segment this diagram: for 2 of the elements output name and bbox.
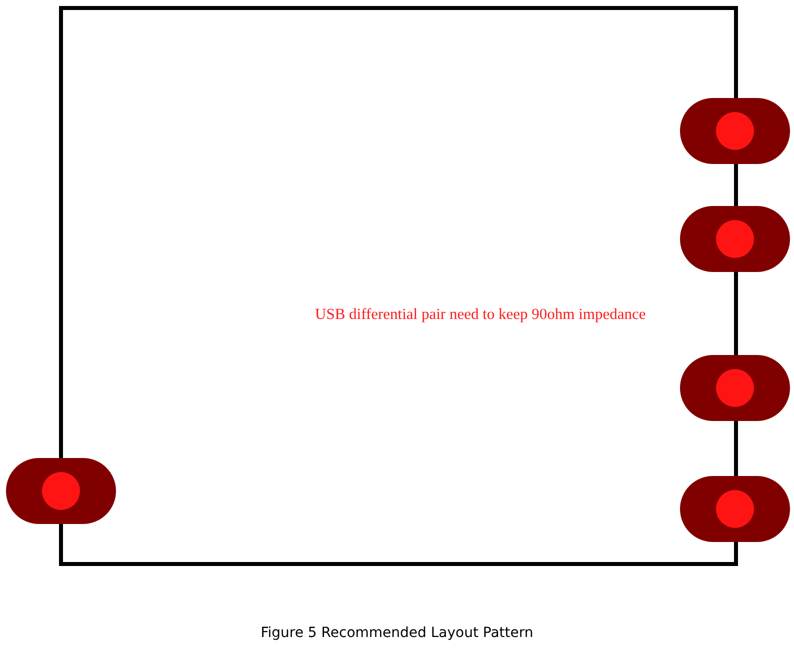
figure-caption: Figure 5 Recommended Layout Pattern [260, 625, 534, 641]
annotation-note: USB differential pair need to keep 90ohm impedance [315, 306, 646, 324]
